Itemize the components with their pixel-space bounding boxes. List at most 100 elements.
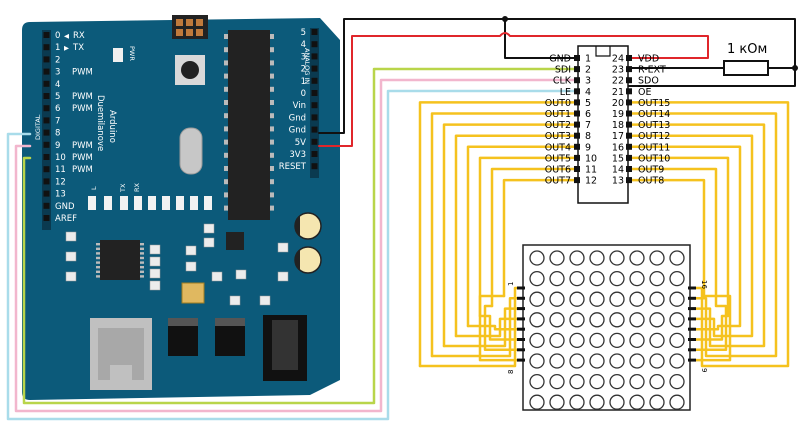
chip-pin-label: OUT3 <box>545 131 571 142</box>
icsp-header <box>172 15 208 39</box>
matrix-pin-label-16: 16 <box>700 280 708 289</box>
matrix-led <box>609 353 625 369</box>
arduino-pin-label: 3 <box>55 68 60 78</box>
arduino-pin-label: AREF <box>55 214 77 224</box>
smd-led <box>176 196 184 210</box>
wire-out-right <box>630 112 778 358</box>
arduino-pin-gnd <box>43 202 50 209</box>
wire-out-right <box>630 123 766 348</box>
matrix-led <box>529 270 545 287</box>
smd-led <box>88 196 96 210</box>
chip-pin-label: OUT5 <box>545 153 571 164</box>
matrix-body <box>522 244 691 411</box>
matrix-led <box>589 250 605 266</box>
chip-pin-8 <box>574 132 580 139</box>
matrix-pin <box>517 358 525 362</box>
chip-pin-number: 24 <box>612 54 624 65</box>
matrix-led <box>589 353 605 369</box>
smd-component <box>149 244 161 255</box>
chip-pin-label: SDO <box>638 76 659 87</box>
matrix-led <box>569 250 585 266</box>
matrix-led <box>629 373 645 390</box>
arduino-right-pin <box>311 126 318 133</box>
smd-component <box>185 245 197 256</box>
arduino-pin-label: 4 <box>55 80 60 90</box>
ic-pin <box>140 266 144 269</box>
smd-component <box>149 256 161 267</box>
arduino-right-pin-label: Gnd <box>289 126 306 136</box>
atmega-pin <box>224 205 228 211</box>
arduino-right-pin-label: RESET <box>279 162 307 172</box>
smd-component <box>65 271 77 282</box>
arduino-pin-label: 5 <box>55 92 60 102</box>
wire-out-left <box>466 145 580 328</box>
chip-pin-number: 22 <box>612 76 624 87</box>
matrix-led <box>589 312 605 328</box>
matrix-led <box>669 332 685 349</box>
chip-body <box>577 45 629 204</box>
ic-pin <box>96 247 100 250</box>
smd-component <box>149 268 161 279</box>
matrix-led <box>649 332 665 349</box>
smd-component <box>211 271 223 282</box>
matrix-pin <box>688 307 696 311</box>
chip-pin-7 <box>574 121 580 128</box>
wire-out-left <box>454 134 580 338</box>
chip-pin-11 <box>574 166 580 172</box>
matrix-led <box>529 373 545 390</box>
arduino-right-pin-label: 2 <box>301 65 306 75</box>
arduino-pin-function: TX <box>72 43 84 53</box>
arduino-pin-label: 8 <box>55 129 60 139</box>
arduino-pin-arrow: ▶ <box>64 44 69 52</box>
matrix-led <box>649 270 665 287</box>
chip-pin-number: 10 <box>585 153 597 164</box>
matrix-pin <box>688 317 696 321</box>
arduino-pin-7 <box>43 117 50 124</box>
chip-pin-24 <box>626 55 632 61</box>
smd-component <box>229 295 241 306</box>
chip-pin-number: 2 <box>585 65 591 76</box>
matrix-led <box>609 270 625 287</box>
matrix-led <box>669 394 685 410</box>
arduino-pin-label: 7 <box>55 116 60 126</box>
smd-led <box>134 196 142 210</box>
atmega-pin <box>270 166 274 171</box>
chip-pin-number: 21 <box>612 87 624 98</box>
resistor-label: 1 кОм <box>727 42 767 57</box>
matrix-pin <box>688 296 696 300</box>
chip-pin-label: OUT2 <box>545 120 571 131</box>
ic-pin <box>140 247 144 250</box>
atmega-pin <box>270 34 274 39</box>
matrix-led <box>649 394 665 410</box>
matrix-pin <box>517 307 525 311</box>
matrix-led <box>569 394 585 410</box>
matrix-led <box>549 353 565 369</box>
atmega-pin <box>270 139 274 145</box>
matrix-led <box>529 250 545 266</box>
arduino-pin-label: 0 <box>55 31 60 41</box>
matrix-led <box>569 332 585 349</box>
led-label-rx: RX <box>133 182 141 192</box>
chip-pin-3 <box>574 77 580 84</box>
board-name-line1: Arduino <box>107 110 117 143</box>
atmega-pin <box>270 113 274 119</box>
fuse <box>181 282 205 304</box>
matrix-led <box>549 394 565 410</box>
capacitor-2 <box>294 246 322 274</box>
arduino-pin-0 <box>43 32 50 38</box>
matrix-pin <box>688 327 696 331</box>
matrix-pin <box>688 286 696 290</box>
arduino-right-pin-label: 3 <box>301 52 306 62</box>
chip-notch <box>595 46 611 57</box>
ic-pin <box>140 270 144 273</box>
chip-pin-number: 1 <box>585 54 591 65</box>
wire-out-left-end <box>442 307 519 348</box>
matrix-pin <box>517 286 525 290</box>
arduino-right-pin <box>311 138 318 145</box>
wire-out-right <box>630 178 732 362</box>
chip-pin-1 <box>574 55 580 61</box>
atmega-pin <box>224 73 228 79</box>
matrix-led <box>549 270 565 287</box>
wire-out-left-end <box>418 286 519 368</box>
chip-pin-label: SDI <box>555 65 571 76</box>
